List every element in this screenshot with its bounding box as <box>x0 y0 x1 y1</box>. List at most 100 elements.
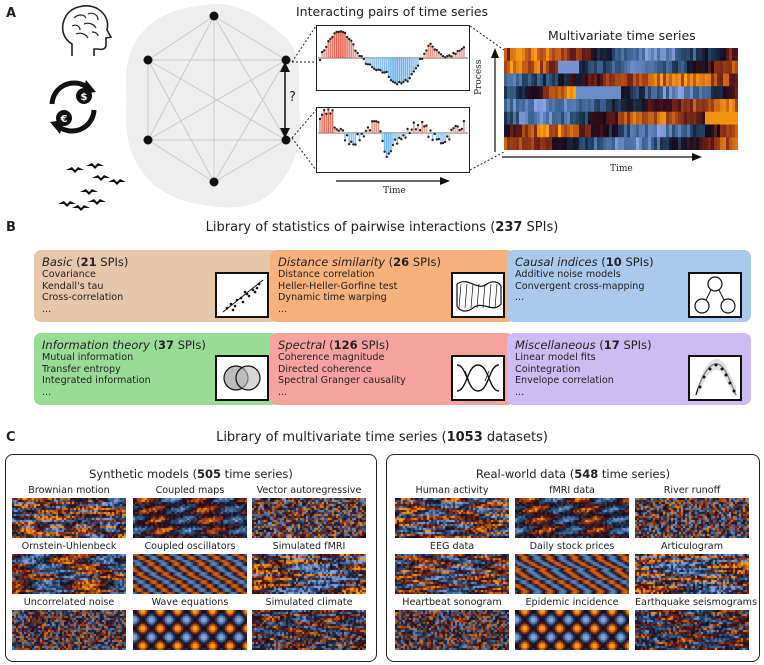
dataset-label: Ornstein-Uhlenbeck <box>21 541 117 552</box>
synthetic-models-title: Synthetic models (505 time series) <box>89 467 293 481</box>
spi-item: Cointegration <box>515 363 581 375</box>
time-series-point <box>345 134 349 137</box>
heatmap-cell <box>525 73 529 87</box>
heatmap-cell <box>699 60 703 74</box>
heatmap-cell <box>612 73 616 87</box>
dataset-simulated-fmri: Simulated fMRI <box>252 541 366 595</box>
heatmap-cell <box>702 60 706 74</box>
heatmap-cell <box>591 86 595 100</box>
heatmap-cell <box>504 124 508 138</box>
heatmap-cell <box>711 124 715 138</box>
heatmap-cell <box>594 86 598 100</box>
heatmap-cell <box>696 48 700 62</box>
heatmap-cell <box>612 86 616 100</box>
dataset-human-activity: Human activity <box>395 485 509 539</box>
heatmap-cell <box>579 111 583 125</box>
heatmap-cell <box>681 124 685 138</box>
time-series-point <box>460 127 464 131</box>
heatmap-cell <box>660 137 664 150</box>
heatmap-cell <box>654 73 658 87</box>
time-series-point <box>433 48 436 51</box>
heatmap-cell <box>543 99 547 113</box>
heatmap-cell <box>735 60 738 74</box>
heatmap-cell <box>597 137 601 150</box>
time-series-point <box>435 48 438 52</box>
heatmap-cell <box>543 137 547 150</box>
time-series-point <box>456 49 459 53</box>
time-series-point <box>318 117 322 121</box>
heatmap-cell <box>600 60 604 74</box>
heatmap-cell <box>645 111 649 125</box>
spi-category-heading: Spectral (126 SPIs) <box>278 338 390 352</box>
time-series-point <box>329 37 332 41</box>
heatmap-cell <box>654 48 658 62</box>
heatmap-cell <box>693 99 697 113</box>
heatmap-cell <box>516 99 520 113</box>
time-series-point <box>358 139 361 142</box>
heatmap-cell <box>585 60 589 74</box>
heatmap-cell <box>513 137 517 150</box>
spi-item: Cross-correlation <box>42 292 124 304</box>
heatmap-cell <box>720 124 724 138</box>
heatmap-cell <box>525 48 529 62</box>
spi-category-4: Information theory (37 SPIs)Mutual infor… <box>34 333 278 405</box>
time-series-point <box>385 70 388 74</box>
time-series-point <box>402 80 405 84</box>
time-series-point <box>398 80 401 84</box>
dataset-earthquake-seismograms: Earthquake seismograms <box>635 597 757 651</box>
heatmap-cell <box>624 99 628 113</box>
heatmap-cell <box>534 111 538 125</box>
heatmap-cell <box>690 111 694 125</box>
heatmap-cell <box>654 86 658 100</box>
heatmap-cell <box>732 60 736 74</box>
time-series-point <box>431 138 434 142</box>
heatmap-cell <box>720 73 724 87</box>
spi-item: Heller-Heller-Gorfine test <box>278 280 398 292</box>
heatmap-cell <box>609 73 613 87</box>
heatmap-cell <box>546 124 550 138</box>
heatmap-cell <box>726 60 730 74</box>
heatmap-cell <box>612 99 616 113</box>
dataset-simulated-climate: Simulated climate <box>252 597 366 651</box>
heatmap-cell <box>507 111 511 125</box>
time-series-point <box>375 120 378 123</box>
heatmap-cell <box>633 48 637 62</box>
warping-surface-icon <box>451 272 505 318</box>
heatmap-cell <box>702 111 706 125</box>
heatmap-cell <box>651 111 655 125</box>
time-series-point <box>414 67 418 70</box>
heatmap-cell <box>609 137 613 150</box>
heatmap-cell <box>513 124 517 138</box>
heatmap-cell <box>606 60 610 74</box>
heatmap-cell <box>549 137 553 150</box>
heatmap-cell <box>729 86 733 100</box>
heatmap-cell <box>588 124 592 138</box>
time-series-point <box>381 71 384 74</box>
time-series-point <box>395 142 399 145</box>
heatmap-cell <box>639 86 643 100</box>
heatmap-cell <box>660 124 664 138</box>
time-series-point <box>327 40 330 43</box>
heatmap-cell <box>684 137 688 150</box>
heatmap-cell <box>705 60 709 74</box>
heatmap-cell <box>627 60 631 74</box>
heatmap-cell <box>642 137 646 150</box>
heatmap-cell <box>594 124 598 138</box>
heatmap-cell <box>702 99 706 113</box>
spi-item: ... <box>515 386 525 398</box>
time-series-point <box>406 127 409 131</box>
heatmap-cell <box>615 60 619 74</box>
heatmap-cell <box>669 99 673 113</box>
heatmap-cell <box>594 137 598 150</box>
heatmap-cell <box>516 86 520 100</box>
heatmap-cell <box>564 48 568 62</box>
heatmap-cell <box>504 99 508 113</box>
heatmap-cell <box>666 86 670 100</box>
heatmap-cell <box>552 73 556 87</box>
spi-item: Distance correlation <box>278 269 375 280</box>
heatmap-cell <box>660 111 664 125</box>
heatmap-cell <box>636 48 640 62</box>
dataset-heatmap <box>395 554 509 594</box>
heatmap-cell <box>540 137 544 150</box>
